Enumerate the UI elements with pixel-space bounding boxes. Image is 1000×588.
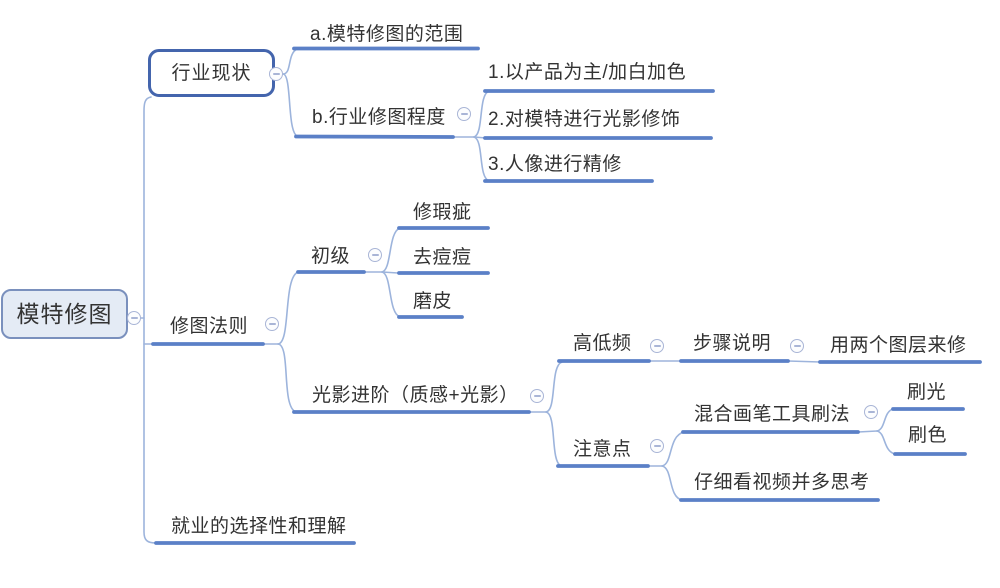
minus-icon	[460, 113, 468, 115]
connector-advanced-hlf	[545, 361, 563, 413]
collapse-button-high-low-freq[interactable]	[650, 339, 664, 353]
topic-root[interactable]: 模特修图	[1, 289, 128, 339]
topic-industry-status-label: 行业现状	[171, 62, 252, 84]
underline-degree	[294, 134, 455, 139]
topic-retouch-rules[interactable]: 修图法则	[170, 316, 249, 337]
minus-icon	[371, 254, 379, 256]
connector-notes-watch	[661, 465, 683, 501]
topic-watch-videos[interactable]: 仔细看视频并多思考	[694, 472, 870, 493]
collapse-button-attention-points[interactable]	[650, 439, 664, 453]
connector-steps-layers	[787, 360, 821, 363]
connector-advanced-notes	[545, 411, 562, 467]
connector-rules-basic	[277, 271, 299, 345]
topic-fix-flaws[interactable]: 修瑕疵	[413, 202, 472, 223]
collapse-button-root[interactable]	[127, 311, 141, 325]
connector-brush-light	[876, 408, 894, 432]
topic-product-first[interactable]: 1.以产品为主/加白加色	[488, 62, 687, 83]
minus-icon	[793, 345, 801, 347]
topic-step-description[interactable]: 步骤说明	[693, 333, 772, 354]
minus-icon	[130, 317, 138, 319]
connector-industry-degree	[282, 73, 298, 137]
topic-mixer-brush[interactable]: 混合画笔工具刷法	[694, 404, 851, 425]
minus-icon	[268, 323, 276, 325]
collapse-button-industry-status[interactable]	[269, 67, 283, 81]
minus-icon	[533, 395, 541, 397]
minus-icon	[867, 411, 875, 413]
collapse-button-retouch-degree[interactable]	[457, 107, 471, 121]
topic-skin-smoothing[interactable]: 磨皮	[413, 291, 453, 312]
connector-brush-stub	[857, 430, 878, 433]
topic-retouch-scope[interactable]: a.模特修图的范围	[310, 24, 464, 45]
topic-retouch-degree[interactable]: b.行业修图程度	[312, 107, 446, 128]
connector-lines	[140, 48, 896, 544]
collapse-button-basic-level[interactable]	[368, 248, 382, 262]
minus-icon	[653, 445, 661, 447]
connector-industry-scope	[282, 48, 298, 75]
connector-degree-point1	[473, 90, 490, 138]
topic-model-lighting[interactable]: 2.对模特进行光影修饰	[488, 109, 681, 130]
topic-portrait-refine[interactable]: 3.人像进行精修	[488, 154, 622, 175]
collapse-button-step-description[interactable]	[790, 339, 804, 353]
connector-basic-acne	[381, 271, 399, 274]
collapse-button-mixer-brush[interactable]	[864, 405, 878, 419]
topic-lighting-advanced[interactable]: 光影进阶（质感+光影）	[312, 385, 519, 406]
connector-trunk	[143, 96, 157, 544]
connector-brush-color	[876, 430, 896, 455]
topic-brush-color[interactable]: 刷色	[908, 425, 948, 446]
topic-basic-level[interactable]: 初级	[311, 246, 351, 267]
minus-icon	[272, 73, 280, 75]
connector-degree-point3	[473, 136, 490, 182]
topic-brush-light[interactable]: 刷光	[907, 382, 947, 403]
topic-root-label: 模特修图	[16, 300, 113, 327]
connector-rules-advanced	[277, 343, 297, 413]
topic-two-layers[interactable]: 用两个图层来修	[830, 335, 967, 356]
topic-high-low-freq[interactable]: 高低频	[573, 333, 632, 354]
topic-remove-acne[interactable]: 去痘痘	[413, 247, 472, 268]
connector-basic-flaw	[381, 227, 401, 273]
collapse-button-lighting-advanced[interactable]	[530, 389, 544, 403]
minus-icon	[653, 345, 661, 347]
topic-underlines	[151, 46, 982, 545]
topic-attention-points[interactable]: 注意点	[573, 439, 632, 460]
topic-career-choice[interactable]: 就业的选择性和理解	[171, 516, 347, 537]
connector-notes-brush	[661, 431, 685, 467]
collapse-button-retouch-rules[interactable]	[265, 317, 279, 331]
topic-industry-status[interactable]: 行业现状	[148, 49, 275, 97]
connector-basic-skin	[381, 271, 401, 318]
